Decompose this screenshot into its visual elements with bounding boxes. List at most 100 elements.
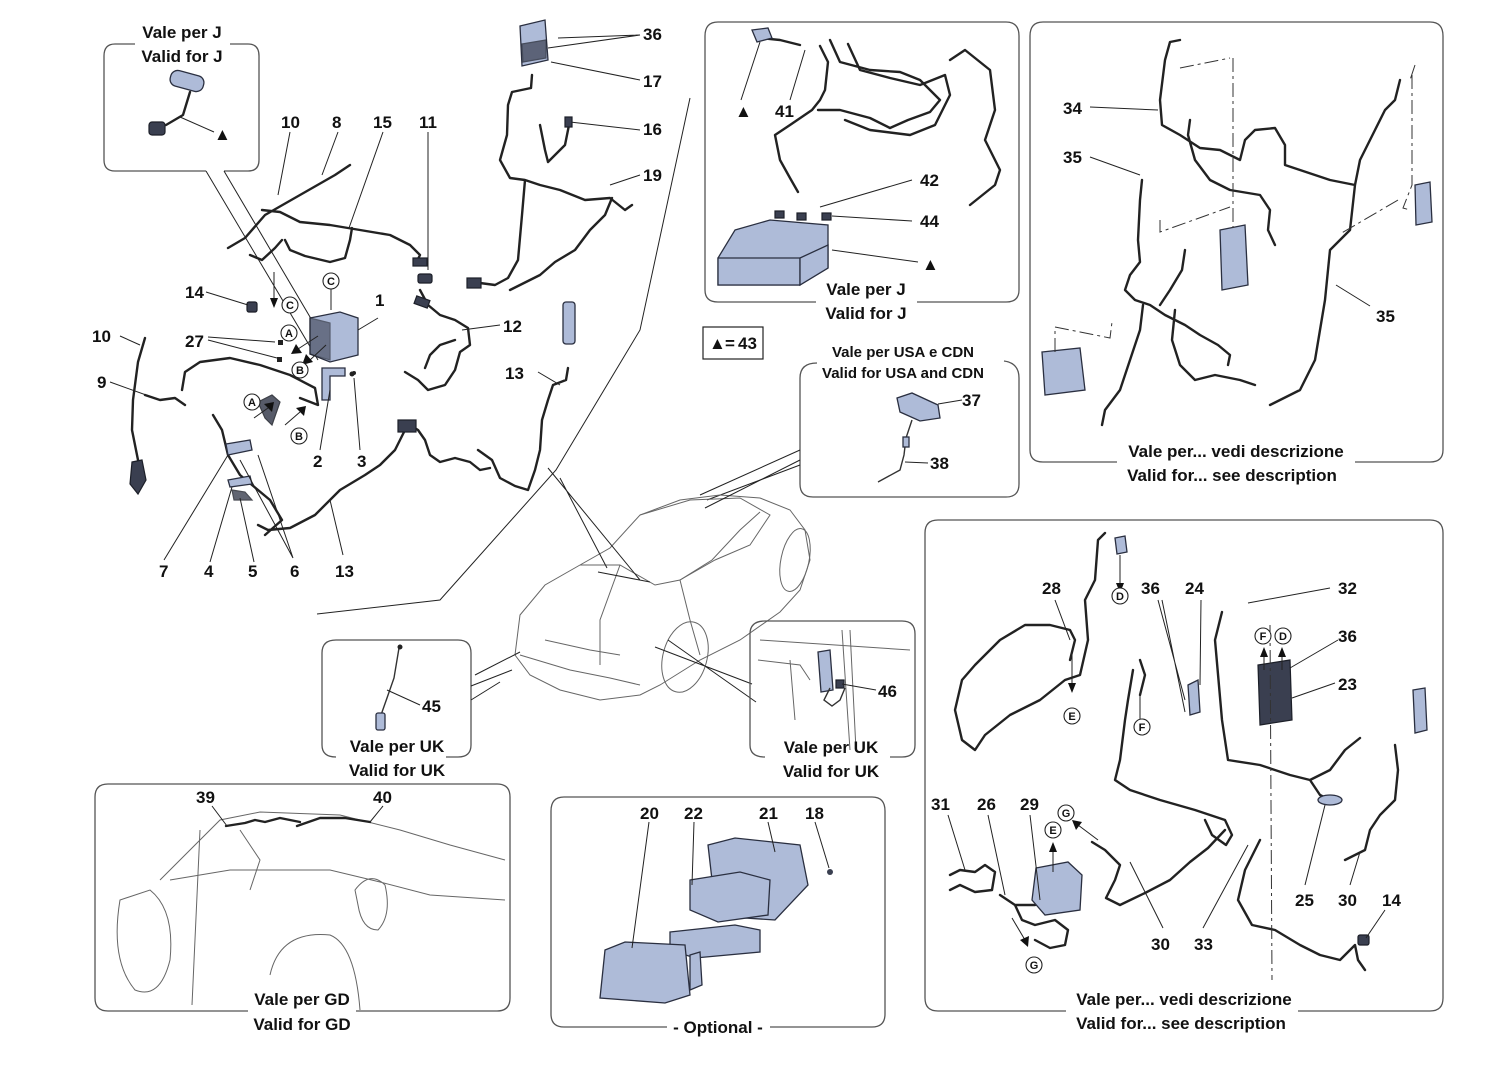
svg-text:G: G (1062, 808, 1071, 820)
label-8: 8 (332, 113, 341, 132)
label-28: 28 (1042, 579, 1061, 598)
label-25: 25 (1295, 891, 1314, 910)
label-26: 26 (977, 795, 996, 814)
label-36-left: 36 (1141, 579, 1160, 598)
svg-text:G: G (1030, 960, 1039, 972)
car-front-illustration (474, 459, 811, 703)
caption-en: Valid for UK (783, 762, 880, 781)
label-16: 16 (643, 120, 662, 139)
caption-en: Valid for USA and CDN (822, 365, 984, 382)
svg-text:C: C (286, 300, 294, 312)
label-46: 46 (878, 682, 897, 701)
label-11: 11 (419, 113, 437, 132)
label-12: 12 (503, 317, 522, 336)
radio-unit-part (599, 941, 703, 1004)
label-21: 21 (759, 804, 778, 823)
svg-text:F: F (1260, 631, 1267, 643)
ref-d-right: D (1274, 627, 1292, 645)
label-6: 6 (290, 562, 299, 581)
ref-a-bottom: A (243, 393, 261, 411)
label-4: 4 (204, 562, 214, 581)
inset-frame (924, 519, 1444, 1012)
inset-valid-for-j-center: ▲ 41 42 44 ▲ Vale per J Valid for J (704, 21, 1020, 323)
caption-en: Valid for UK (349, 761, 446, 780)
label-7: 7 (159, 562, 168, 581)
inset-frame (704, 21, 1020, 303)
label-17: 17 (643, 72, 662, 91)
inset-usa-cdn: Vale per USA e CDN Valid for USA and CDN… (699, 344, 1020, 501)
inset-uk-right: 46 Vale per UK Valid for UK (749, 620, 916, 781)
rear-harness-group: 36 17 16 19 (466, 19, 662, 492)
inset-see-description-bottom: D D E E F F G G 28 36 24 32 36 23 31 26 … (924, 519, 1444, 1033)
label-10-left: 10 (92, 327, 111, 346)
svg-text:E: E (1049, 825, 1056, 837)
label-24: 24 (1185, 579, 1204, 598)
caption-it: Vale per J (142, 23, 221, 42)
label-31: 31 (931, 795, 950, 814)
label-14: 14 (185, 283, 204, 302)
main-harness-group: C C A B A B 10 8 15 11 14 1 10 27 12 9 1… (92, 34, 641, 581)
uk-module-part (817, 649, 834, 693)
inset-see-description-top: 34 35 35 Vale per... vedi descrizione Va… (1029, 21, 1444, 485)
svg-text:E: E (1068, 711, 1075, 723)
label-3: 3 (357, 452, 366, 471)
ref-b-bottom: B (290, 427, 308, 445)
caption-en: Valid for J (141, 47, 222, 66)
svg-text:D: D (1279, 631, 1287, 643)
inset-frame (321, 639, 472, 758)
inset-frame (94, 783, 511, 1012)
control-unit-part (309, 311, 359, 363)
label-23: 23 (1338, 675, 1357, 694)
svg-text:C: C (327, 276, 335, 288)
caption-it: Vale per... vedi descrizione (1076, 990, 1291, 1009)
ref-b-top: B (291, 361, 309, 379)
legend-symbol: ▲ (709, 334, 726, 353)
inset-frame (550, 796, 886, 1028)
label-13-right: 13 (505, 364, 524, 383)
ref-e-left: E (1063, 707, 1081, 725)
inset-gd: 39 40 Vale per GD Valid for GD (94, 783, 511, 1034)
caption-it: Vale per... vedi descrizione (1128, 442, 1343, 461)
label-14-right: 14 (1382, 891, 1401, 910)
caption-it: Vale per GD (254, 990, 349, 1009)
svg-text:B: B (295, 431, 303, 443)
caption-it: Vale per USA e CDN (832, 344, 974, 361)
inset-optional: 20 22 21 18 - Optional - (550, 796, 886, 1037)
label-30-bottom: 30 (1151, 935, 1170, 954)
label-30-right: 30 (1338, 891, 1357, 910)
caption-en: Valid for... see description (1127, 466, 1337, 485)
inset-frame (749, 620, 916, 758)
label-35-top: 35 (1063, 148, 1082, 167)
inset-frame (103, 43, 260, 172)
label-10-top: 10 (281, 113, 300, 132)
caption-en: Valid for GD (253, 1015, 350, 1034)
label-13-bottom: 13 (335, 562, 354, 581)
ref-e-bottom: E (1044, 821, 1062, 839)
label-37: 37 (962, 391, 981, 410)
svg-text:F: F (1139, 722, 1146, 734)
caption-en: Valid for J (825, 304, 906, 323)
svg-text:A: A (248, 397, 256, 409)
caption-it: Vale per UK (350, 737, 445, 756)
legend-equals: = (725, 334, 735, 353)
label-5: 5 (248, 562, 257, 581)
inset-frame (799, 360, 1020, 498)
label-36-right: 36 (1338, 627, 1357, 646)
label-19: 19 (643, 166, 662, 185)
label-45: 45 (422, 697, 441, 716)
label-15: 15 (373, 113, 392, 132)
label-35-right: 35 (1376, 307, 1395, 326)
label-36: 36 (643, 25, 662, 44)
triangle-marker-icon: ▲ (214, 125, 231, 144)
triangle-marker-icon: ▲ (735, 102, 752, 121)
ref-g-top: G (1057, 804, 1075, 822)
label-22: 22 (684, 804, 703, 823)
legend-value: 43 (738, 334, 757, 353)
ref-g-bottom: G (1025, 956, 1043, 974)
ref-c-top: C (322, 272, 340, 290)
svg-text:B: B (296, 365, 304, 377)
inset-frame (1029, 21, 1444, 463)
label-44: 44 (920, 212, 939, 231)
label-41: 41 (775, 102, 794, 121)
